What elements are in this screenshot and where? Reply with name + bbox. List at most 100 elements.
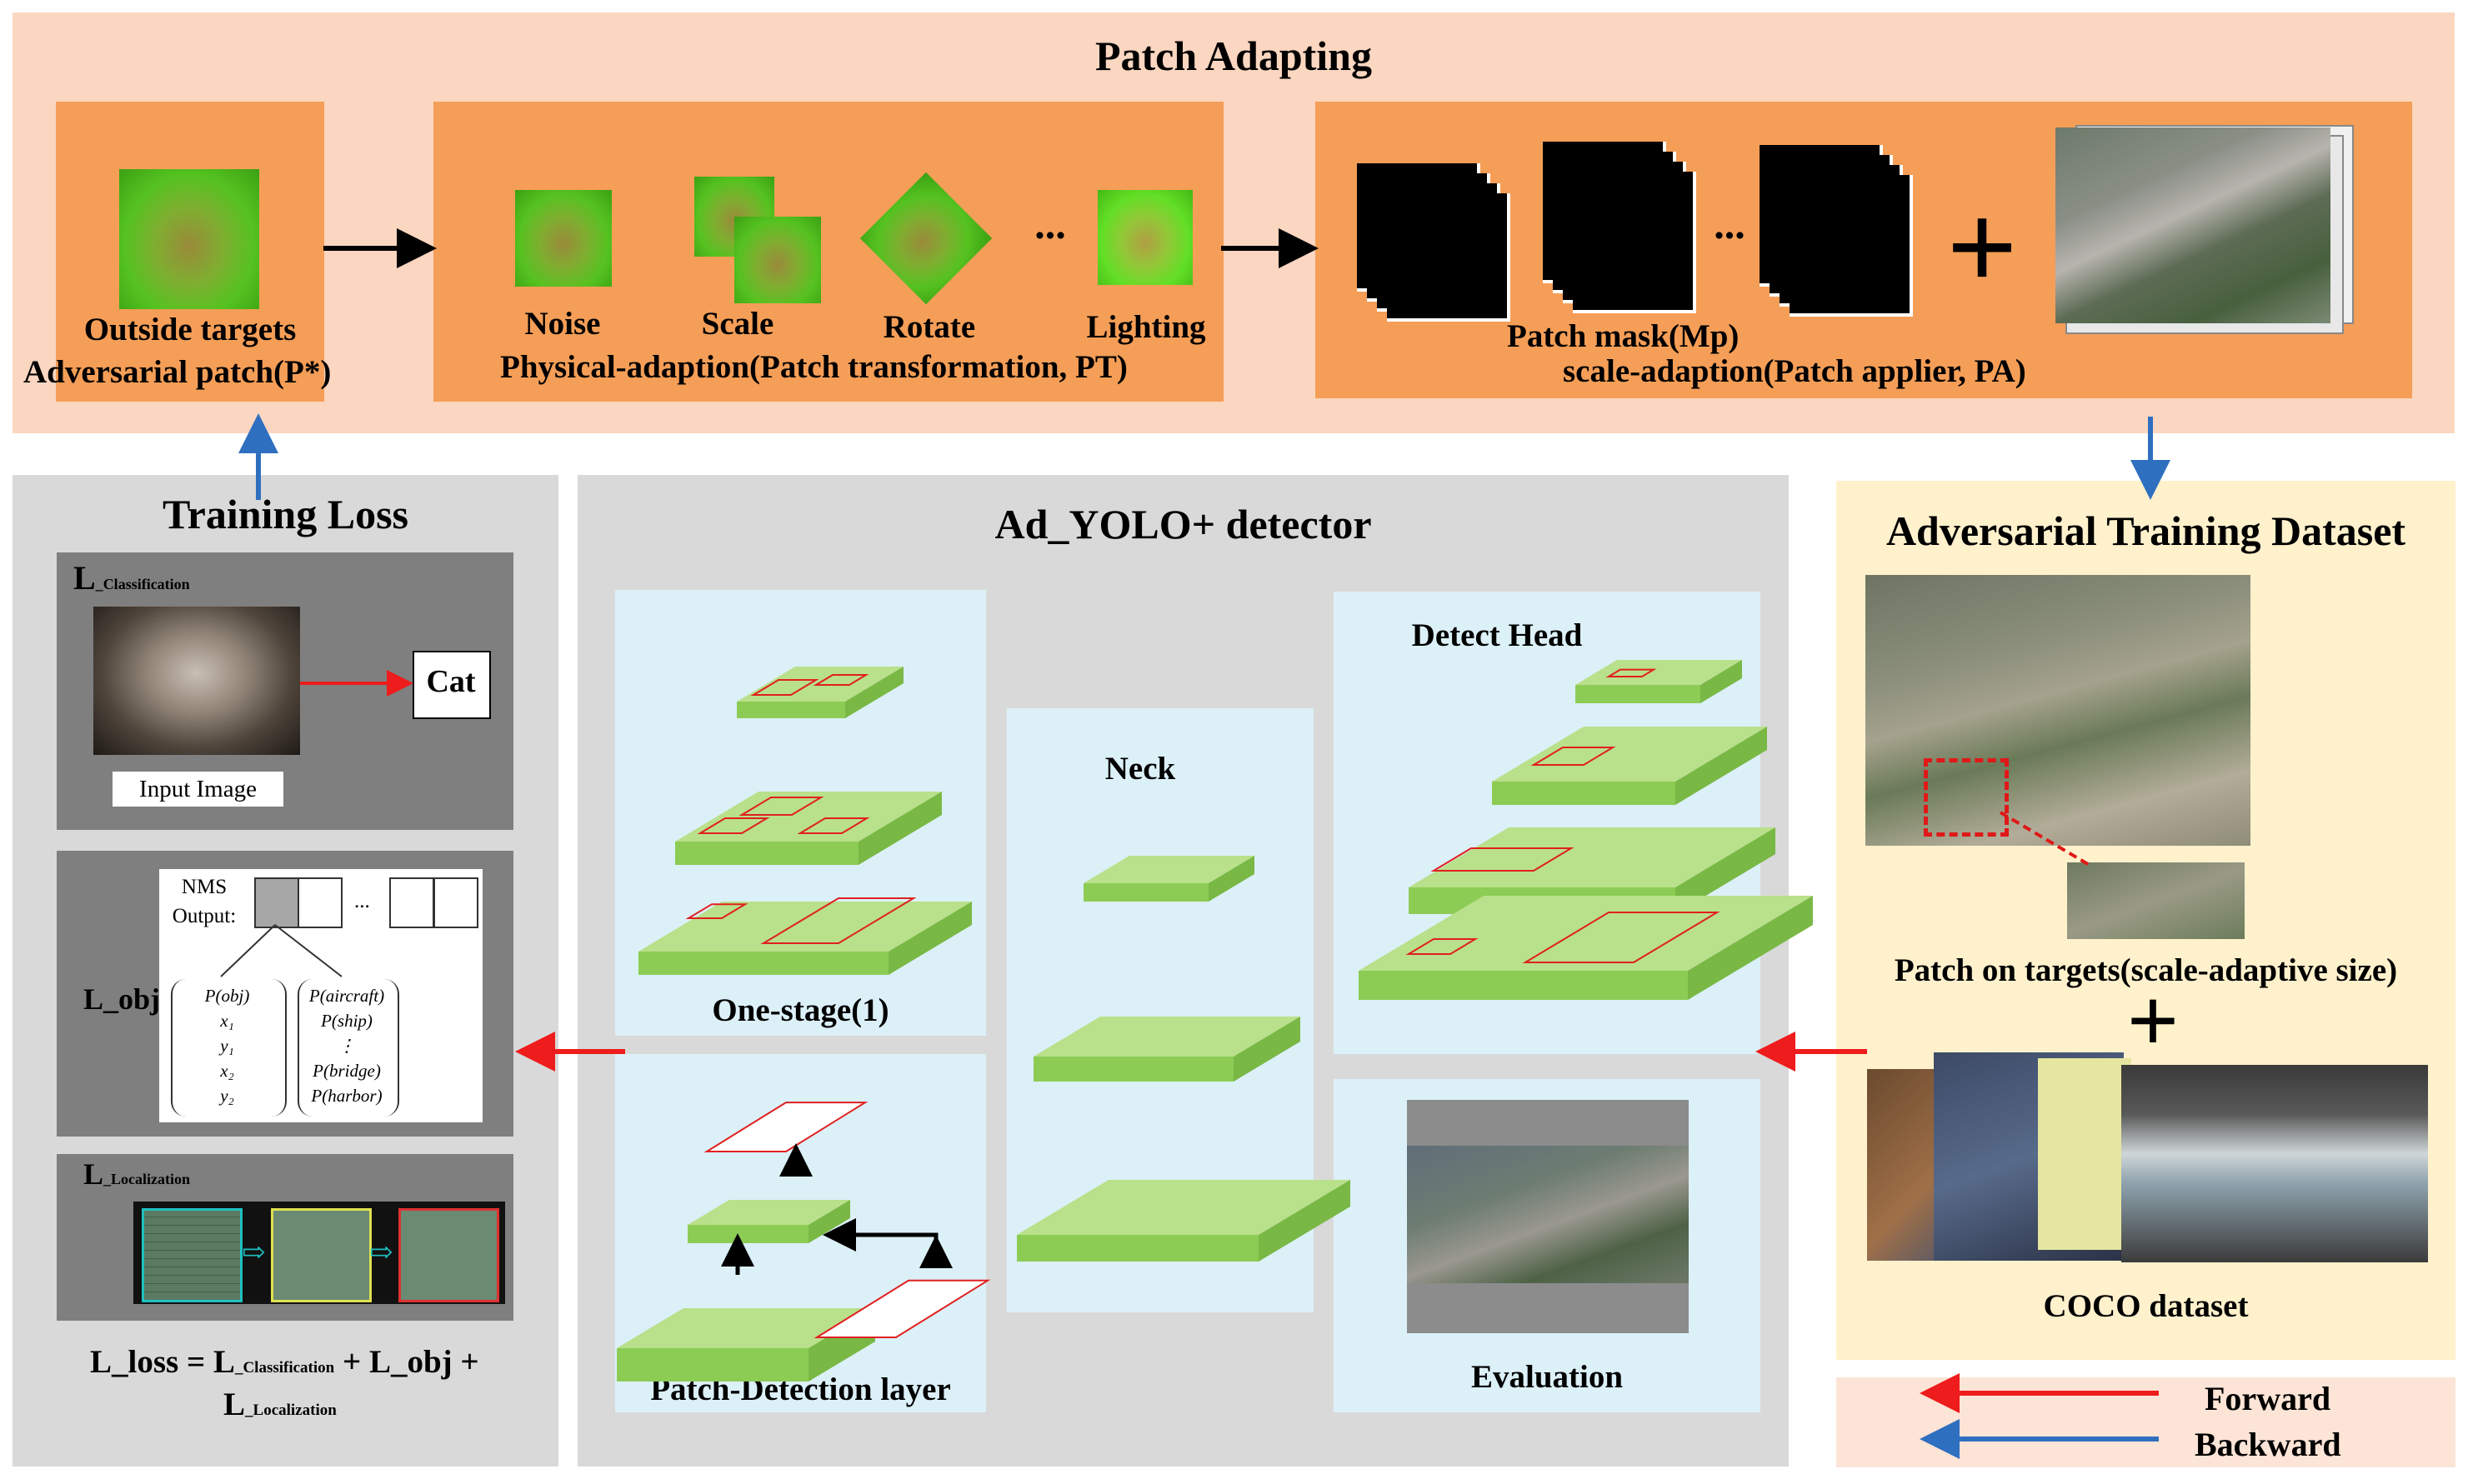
localization-image-1 [142,1208,243,1302]
localization-loss-label: L_Localization [83,1157,191,1191]
one-stage-layer-2-box-1 [697,817,770,834]
rotate-label: Rotate [883,309,976,345]
neck-layer-2-front [1034,1057,1234,1082]
noise-label: Noise [524,306,601,342]
one-stage-layer-1-box-2 [813,674,869,686]
noise-patch [515,190,612,287]
patch-adapting-title: Patch Adapting [1094,32,1372,79]
localization-arrow-2: ⇨ [369,1237,393,1268]
head-layer-2-front [1492,782,1675,805]
plus-sign-dataset: + [2126,970,2180,1072]
nms-right-group-item: P(ship) [321,1011,373,1031]
scale-label: Scale [701,306,774,342]
neck-layer-3-front [1017,1235,1259,1262]
adversarial-patch-image [119,169,259,309]
head-layer-3-top [1409,827,1775,887]
head-layer-1-top [1575,660,1742,685]
ellipsis-masks: ... [1714,201,1745,247]
head-layer-1-box-1 [1605,668,1657,677]
patch-mask-label: Patch mask(Mp) [1507,318,1740,354]
nms-left-group-item: P(obj) [204,986,250,1006]
patch-layer-small-top [688,1200,850,1225]
dataset-zoom-image [2067,862,2245,939]
nms-label: NMS [181,876,228,898]
one-stage-label: One-stage(1) [712,992,889,1028]
nms-cell-filled [254,877,299,928]
head-layer-4-front [1359,971,1688,1000]
training-loss-title: Training Loss [163,491,408,537]
one-stage-layer-2-side [859,792,942,865]
patch-mask-3 [1790,175,1913,317]
head-layer-1-side [1700,660,1742,703]
patch-layer-small-front [688,1225,808,1243]
coco-image-4 [2121,1065,2428,1262]
scale-patch-front [734,217,821,303]
nms-right-group-item: P(bridge) [313,1061,381,1081]
patch-mask-2 [1573,172,1696,313]
one-stage-layer-3-box-1 [685,903,748,919]
aerial-image [2055,127,2330,323]
localization-arrow-1: ⇨ [242,1237,266,1268]
cat-label-box [413,651,491,719]
evaluation-label: Evaluation [1470,1359,1624,1395]
nms-left-group-item: x₂ [220,1061,234,1081]
nms-branch-right [274,924,343,977]
neck-layer-1-side [1209,856,1254,902]
head-layer-3-side [1675,827,1775,914]
neck-layer-3-top [1017,1180,1350,1235]
objectness-loss-label: L_obj [83,982,161,1016]
head-layer-3-box-1 [1430,847,1574,872]
nms-cell-4 [433,877,478,928]
one-stage-layer-2-box-3 [797,817,870,834]
one-stage-layer-1-box-1 [750,679,819,696]
patch-layer-large-front [617,1348,808,1382]
neck-layer-1-top [1084,856,1254,883]
head-layer-4-top [1359,896,1813,971]
evaluation-image-inner [1407,1146,1689,1283]
one-stage-layer-3-box-2 [760,897,917,944]
nms-right-group [298,979,399,1117]
dataset-patch-highlight [1924,758,2009,837]
dataset-title: Adversarial Training Dataset [1885,507,2406,554]
one-stage-layer-2-box-2 [738,797,824,816]
one-stage-layer-2-top [675,792,942,842]
cat-input-image [93,607,300,755]
arrow-patch-layer-left [823,1218,939,1252]
physical-adaption-caption: Physical-adaption(Patch transformation, … [500,349,1128,385]
one-stage-layer-1-front [737,702,845,718]
patch-plane-bottom [813,1279,991,1338]
nms-left-group-item: y₁ [220,1036,234,1056]
neck-label: Neck [1104,751,1176,787]
adversarial-patch-label: Adversarial patch(P*) [23,354,332,390]
nms-cell-2 [298,877,343,928]
head-layer-2-box-1 [1530,747,1616,766]
classification-loss-label: L_Classification [73,559,190,597]
ellipsis-transform: ... [1034,201,1066,247]
scale-adaption-caption: scale-adaption(Patch applier, PA) [1563,353,2026,389]
head-layer-4-side [1688,896,1813,1000]
legend-forward-label: Forward [2205,1380,2331,1417]
patch-plane-top [703,1102,869,1152]
dataset-aerial-image [1865,575,2250,846]
nms-right-group-item: P(harbor) [311,1086,383,1106]
outside-targets-label: Outside targets [83,312,297,347]
nms-output-label: Output: [172,905,237,927]
lighting-label: Lighting [1086,309,1206,345]
neck-layer-2-top [1034,1017,1300,1057]
patch-mask-1 [1387,193,1510,322]
one-stage-layer-3-side [889,902,972,975]
head-layer-2-side [1675,727,1767,805]
plus-sign-top: + [1946,178,2018,317]
lighting-patch [1098,190,1193,285]
detector-title: Ad_YOLO+ detector [994,501,1372,547]
localization-image-2 [271,1208,372,1302]
legend-backward-label: Backward [2195,1426,2341,1463]
detect-head-label: Detect Head [1411,617,1583,653]
feature-layers [617,660,1813,1382]
loss-formula-line2: L_Localization [223,1387,337,1422]
neck-layer-3-side [1259,1180,1350,1262]
dataset-zoom-link [1999,811,2094,868]
neck-layer-2-side [1234,1017,1300,1082]
loss-formula-line1: L_loss = L_Classification + L_obj + [90,1344,479,1380]
input-image-label: Input Image [139,776,257,802]
